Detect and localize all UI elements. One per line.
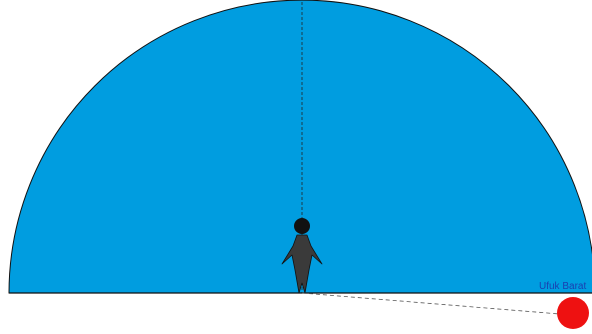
sun-sightline — [302, 293, 572, 315]
horizon-west-label: Ufuk Barat — [539, 281, 586, 292]
sun-icon — [557, 297, 589, 329]
observer-head — [294, 218, 310, 234]
